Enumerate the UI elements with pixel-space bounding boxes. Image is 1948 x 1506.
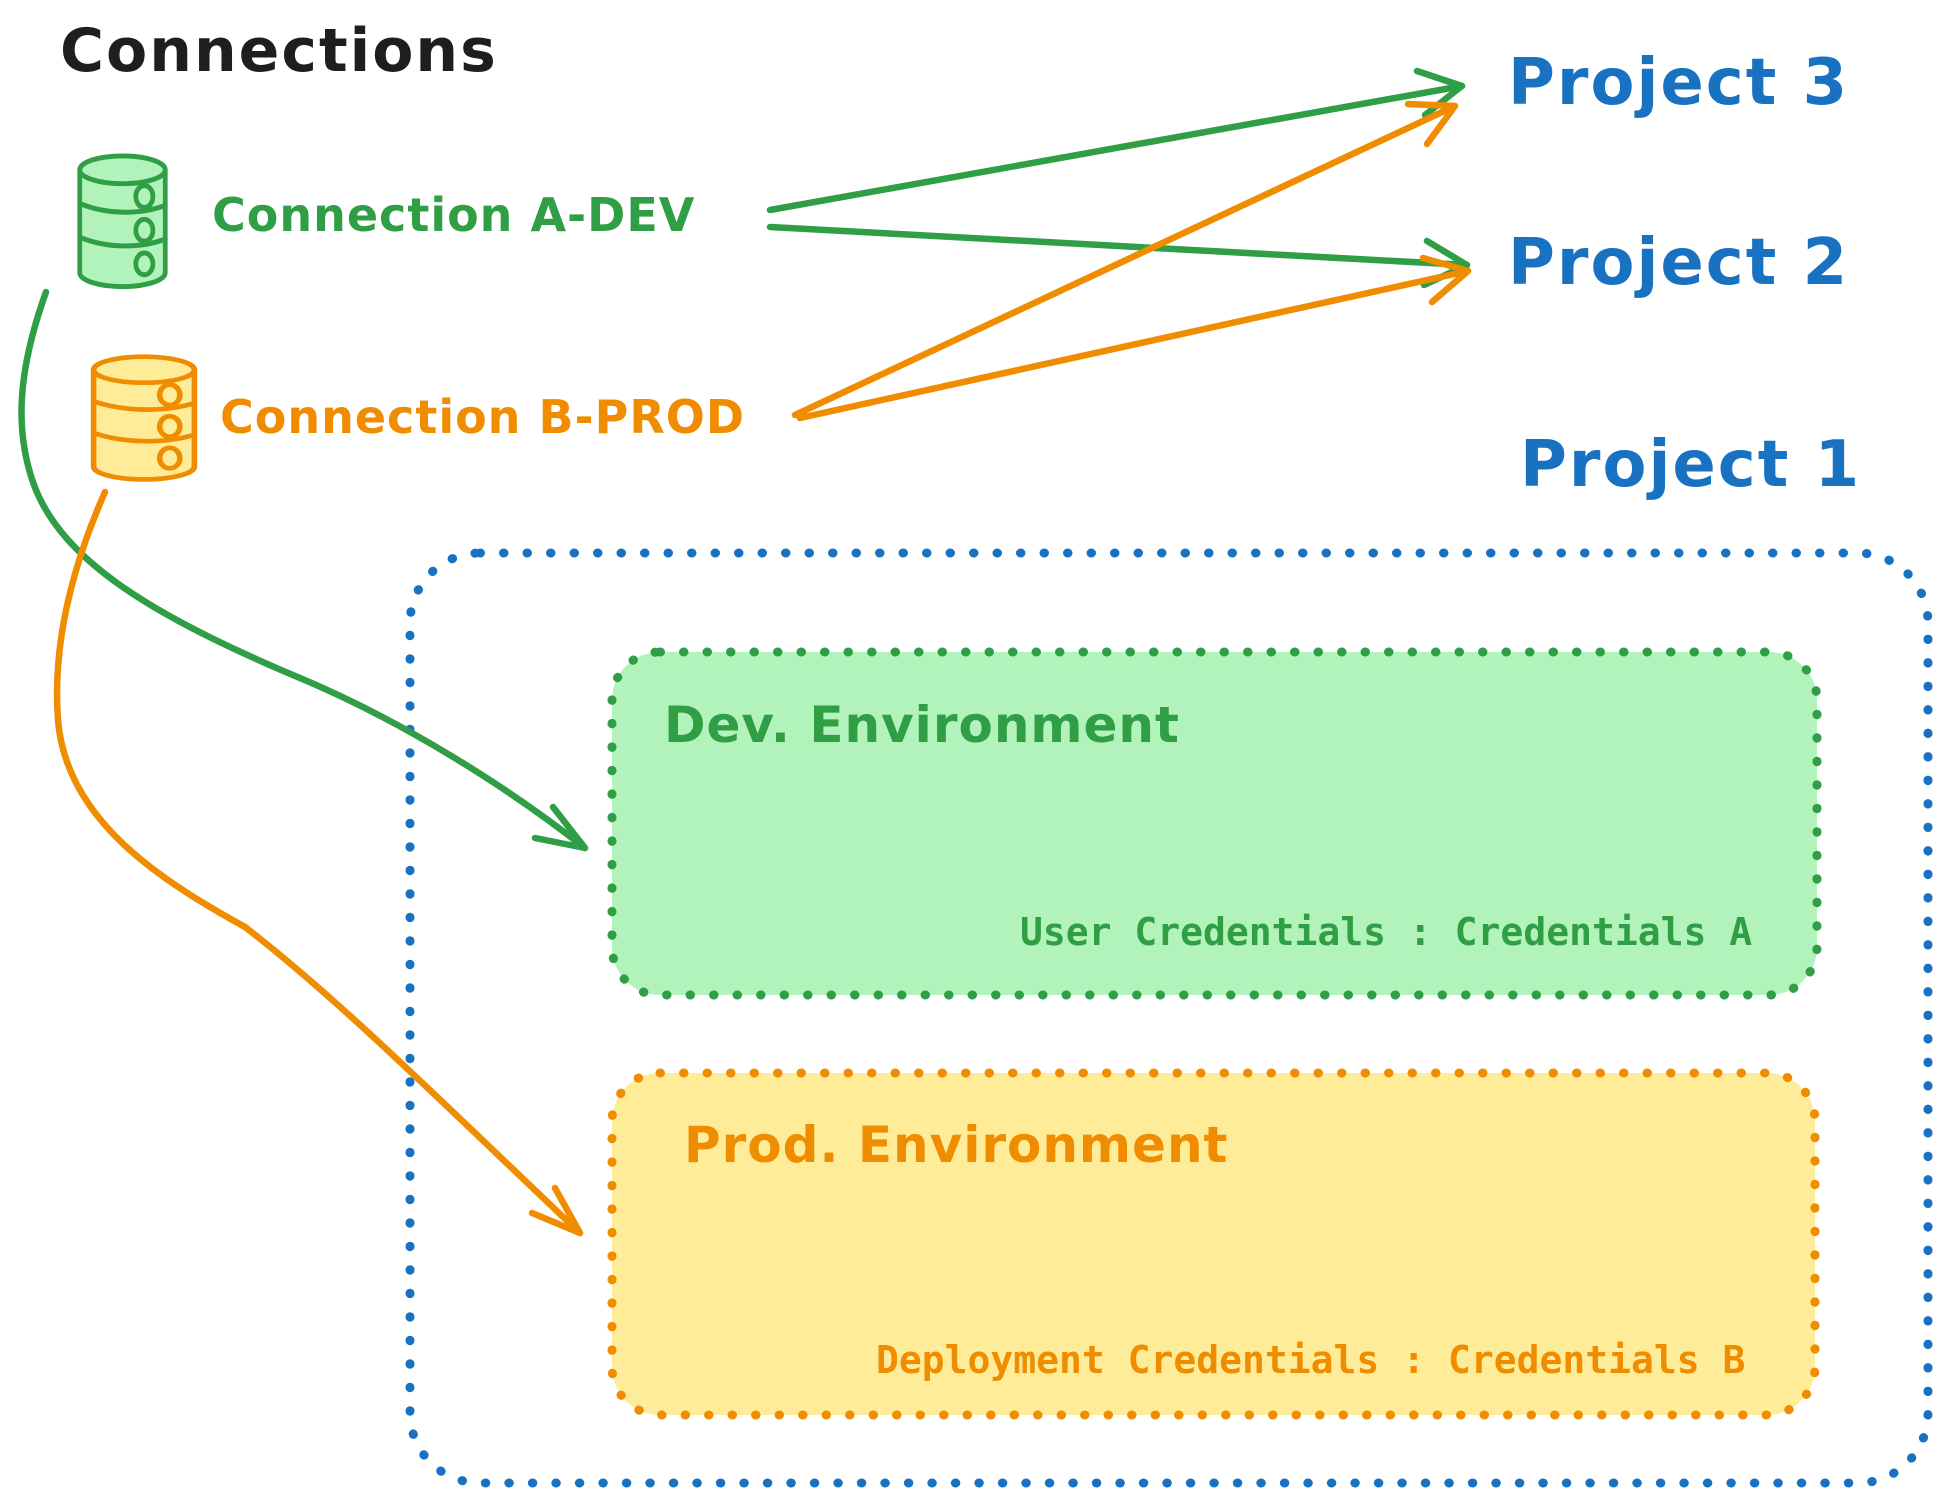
database-icon-b-prod — [90, 354, 198, 482]
prod-environment-title: Prod. Environment — [684, 1116, 1229, 1174]
project-2-label: Project 2 — [1508, 226, 1850, 300]
prod-environment-credentials: Deployment Credentials : Credentials B — [876, 1338, 1746, 1382]
project-3-label: Project 3 — [1508, 46, 1850, 120]
arrow-a-dev-to-project-3 — [766, 67, 1466, 214]
project-1-container-box — [405, 548, 1933, 1488]
diagram-title: Connections — [60, 16, 498, 86]
dev-environment-credentials: User Credentials : Credentials A — [1020, 910, 1753, 954]
database-icon-a-dev — [77, 153, 168, 290]
dev-environment-box — [607, 647, 1822, 1000]
connection-a-dev-label: Connection A-DEV — [212, 188, 696, 242]
arrow-a-dev-to-project-2 — [766, 223, 1471, 289]
arrow-b-prod-to-project-2 — [796, 254, 1472, 422]
arrow-b-prod-to-prod-environment — [53, 488, 584, 1237]
project-1-label: Project 1 — [1520, 428, 1862, 502]
dev-environment-title: Dev. Environment — [664, 696, 1180, 754]
prod-environment-box — [607, 1068, 1820, 1420]
arrow-a-dev-to-dev-environment — [18, 288, 589, 852]
connection-b-prod-label: Connection B-PROD — [220, 390, 746, 444]
arrow-b-prod-to-project-3 — [791, 100, 1459, 419]
